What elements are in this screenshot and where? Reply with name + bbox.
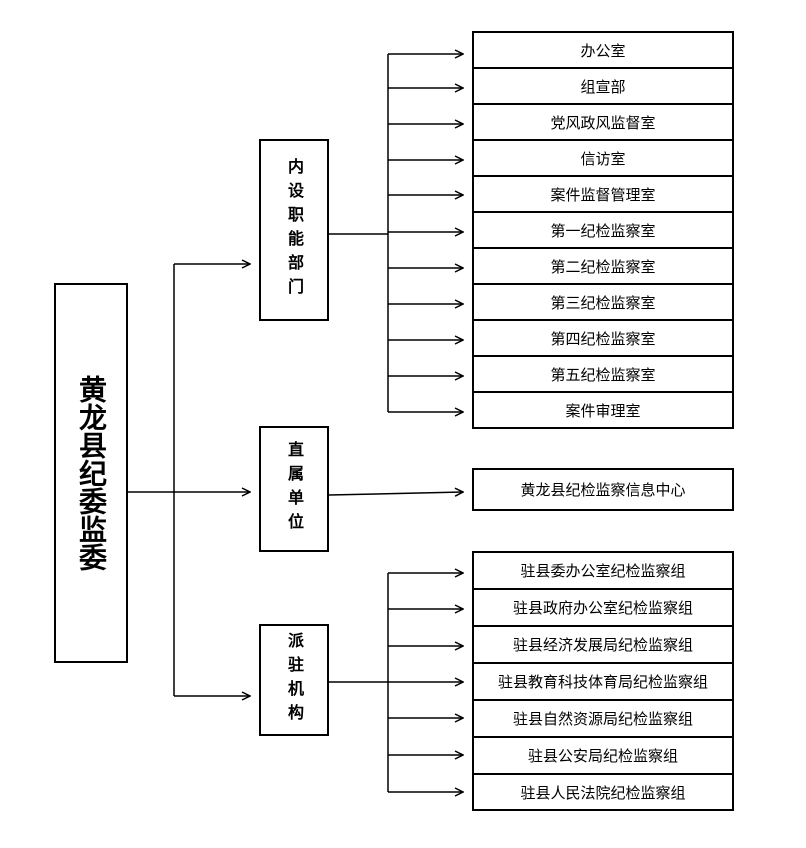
category-label: 直属单位 [285, 441, 304, 537]
leaf-node: 驻县委办公室纪检监察组 [472, 551, 734, 590]
leaf-node: 案件监督管理室 [472, 175, 734, 213]
leaf-node: 案件审理室 [472, 391, 734, 429]
category-direct-units: 直属单位 [259, 426, 329, 552]
leaf-node: 驻县教育科技体育局纪检监察组 [472, 662, 734, 701]
category-label: 派驻机构 [285, 632, 304, 728]
leaf-node: 信访室 [472, 139, 734, 177]
leaf-node: 驻县政府办公室纪检监察组 [472, 588, 734, 627]
leaf-node: 驻县人民法院纪检监察组 [472, 773, 734, 811]
leaf-node: 黄龙县纪检监察信息中心 [472, 468, 734, 511]
leaf-node: 党风政风监督室 [472, 103, 734, 141]
leaf-node: 第五纪检监察室 [472, 355, 734, 393]
leaf-node: 第四纪检监察室 [472, 319, 734, 357]
leaf-node: 第一纪检监察室 [472, 211, 734, 249]
root-node-box: 黄龙县纪委监委 [54, 283, 128, 663]
leaf-node: 第三纪检监察室 [472, 283, 734, 321]
leaf-node: 组宣部 [472, 67, 734, 105]
category-internal-departments: 内设职能部门 [259, 139, 329, 321]
category-dispatched-agencies: 派驻机构 [259, 624, 329, 736]
leaf-node: 办公室 [472, 31, 734, 69]
leaf-node: 驻县经济发展局纪检监察组 [472, 625, 734, 664]
root-node-label: 黄龙县纪委监委 [75, 375, 108, 571]
leaf-node: 第二纪检监察室 [472, 247, 734, 285]
category-label: 内设职能部门 [285, 158, 304, 302]
leaf-node: 驻县自然资源局纪检监察组 [472, 699, 734, 738]
leaf-node: 驻县公安局纪检监察组 [472, 736, 734, 775]
